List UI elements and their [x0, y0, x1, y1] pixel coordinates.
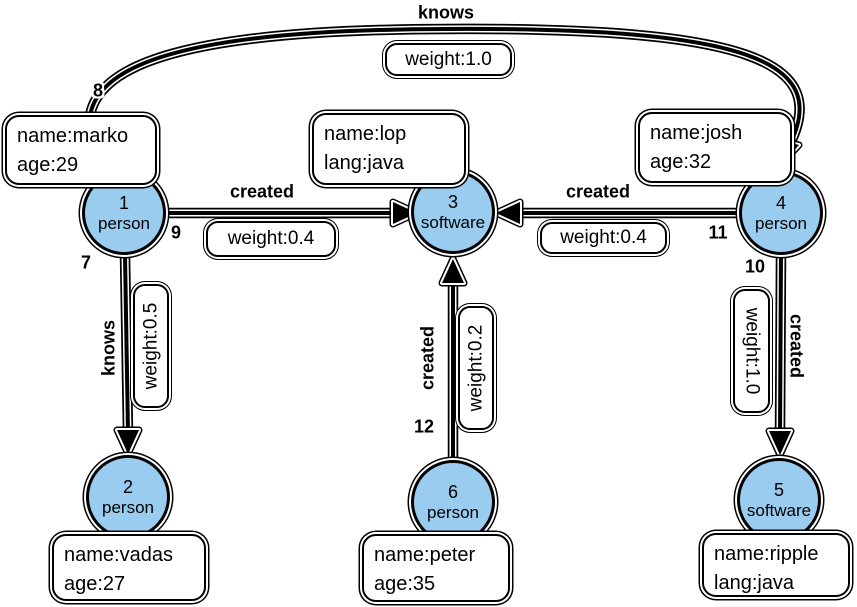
prop-line: age:29 — [17, 154, 79, 176]
node-6-peter: 6 person — [411, 460, 495, 544]
prop-line: name:vadas — [64, 544, 173, 566]
edge-label-created-far-right: created — [786, 313, 807, 379]
weight-edge-11: weight:0.4 — [540, 222, 667, 254]
node-type: person — [102, 497, 154, 517]
edge-label-created-left: created — [229, 181, 295, 202]
weight-edge-12: weight:0.2 — [458, 306, 494, 430]
node-id: 1 — [118, 192, 129, 213]
edge-label-created-middle: created — [417, 325, 438, 391]
prop-line: age:35 — [374, 573, 436, 595]
prop-line: name:lop — [324, 123, 407, 145]
prop-line: name:ripple — [714, 543, 819, 565]
weight-text: weight:0.4 — [560, 227, 647, 248]
arrowhead — [496, 202, 520, 224]
edge-id-7: 7 — [80, 252, 92, 273]
props-lop: name:lop lang:java — [312, 113, 466, 185]
weight-text: weight:0.2 — [465, 324, 486, 412]
node-id: 2 — [122, 476, 133, 497]
arrowhead — [117, 430, 139, 454]
weight-edge-9: weight:0.4 — [206, 221, 336, 257]
props-marko: name:marko age:29 — [5, 115, 157, 185]
prop-line: name:marko — [17, 125, 129, 147]
weight-text: weight:1.0 — [741, 307, 763, 395]
edge-id-11: 11 — [708, 222, 728, 243]
edge-id-9: 9 — [170, 222, 182, 243]
props-vadas: name:vadas age:27 — [52, 534, 206, 601]
prop-line: age:32 — [650, 151, 712, 173]
props-ripple: name:ripple lang:java — [702, 533, 850, 597]
props-josh: name:josh age:32 — [638, 112, 792, 183]
edge-label-knows-vertical: knows — [98, 319, 119, 377]
weight-edge-10: weight:1.0 — [733, 289, 770, 413]
edge-label-created-right: created — [565, 181, 631, 202]
prop-line: name:peter — [374, 544, 476, 566]
node-type: person — [755, 213, 807, 233]
edge-line — [87, 26, 802, 178]
node-4-josh: 4 person — [739, 171, 823, 255]
edge-id-10: 10 — [744, 256, 766, 277]
edge-line — [123, 254, 130, 434]
node-id: 5 — [773, 479, 784, 500]
node-type: software — [420, 212, 486, 232]
arrowhead — [442, 259, 464, 283]
edge-created-4-5 — [765, 254, 795, 459]
node-id: 3 — [447, 191, 458, 212]
edge-line — [778, 254, 783, 434]
prop-line: lang:java — [324, 152, 405, 174]
edge-created-4-3 — [492, 198, 739, 228]
edge-created-6-3 — [438, 255, 468, 459]
weight-edge-8: weight:1.0 — [385, 43, 512, 76]
node-2-vadas: 2 person — [86, 455, 170, 539]
prop-line: lang:java — [714, 572, 795, 594]
node-5-ripple: 5 software — [737, 458, 821, 542]
edge-created-1-3 — [166, 198, 421, 228]
edge-id-8: 8 — [92, 80, 104, 101]
weight-edge-7: weight:0.5 — [133, 284, 169, 408]
node-id: 6 — [447, 481, 458, 502]
arrowhead — [769, 431, 791, 455]
prop-line: name:josh — [650, 122, 743, 144]
node-type: software — [746, 500, 812, 520]
weight-text: weight:0.4 — [227, 228, 315, 249]
edge-knows-1-2 — [113, 254, 143, 458]
node-type: person — [427, 502, 479, 522]
node-type: person — [98, 213, 150, 233]
edge-id-12: 12 — [413, 416, 435, 437]
props-peter: name:peter age:35 — [362, 534, 510, 602]
weight-text: weight:1.0 — [405, 48, 492, 70]
node-id: 4 — [775, 192, 786, 213]
prop-line: age:27 — [64, 573, 126, 595]
arrowhead — [393, 202, 417, 224]
edge-label-knows-top: knows — [417, 2, 475, 23]
weight-text: weight:0.5 — [140, 302, 161, 390]
